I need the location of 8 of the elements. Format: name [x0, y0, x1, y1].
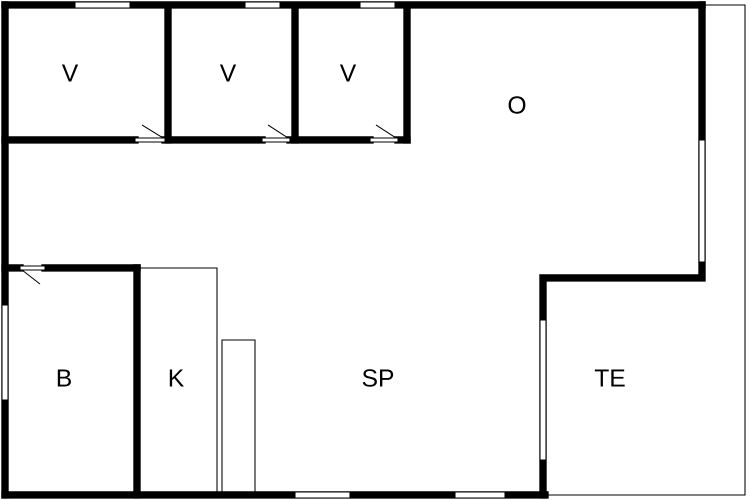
room-label: TE: [594, 370, 625, 386]
room-label: K: [170, 370, 184, 386]
room-label: O: [508, 96, 526, 114]
room-label: V: [340, 64, 356, 82]
room-label: V: [62, 64, 78, 82]
room-label: SP: [362, 369, 394, 387]
room-label: B: [58, 370, 71, 386]
room-label: V: [220, 64, 236, 82]
